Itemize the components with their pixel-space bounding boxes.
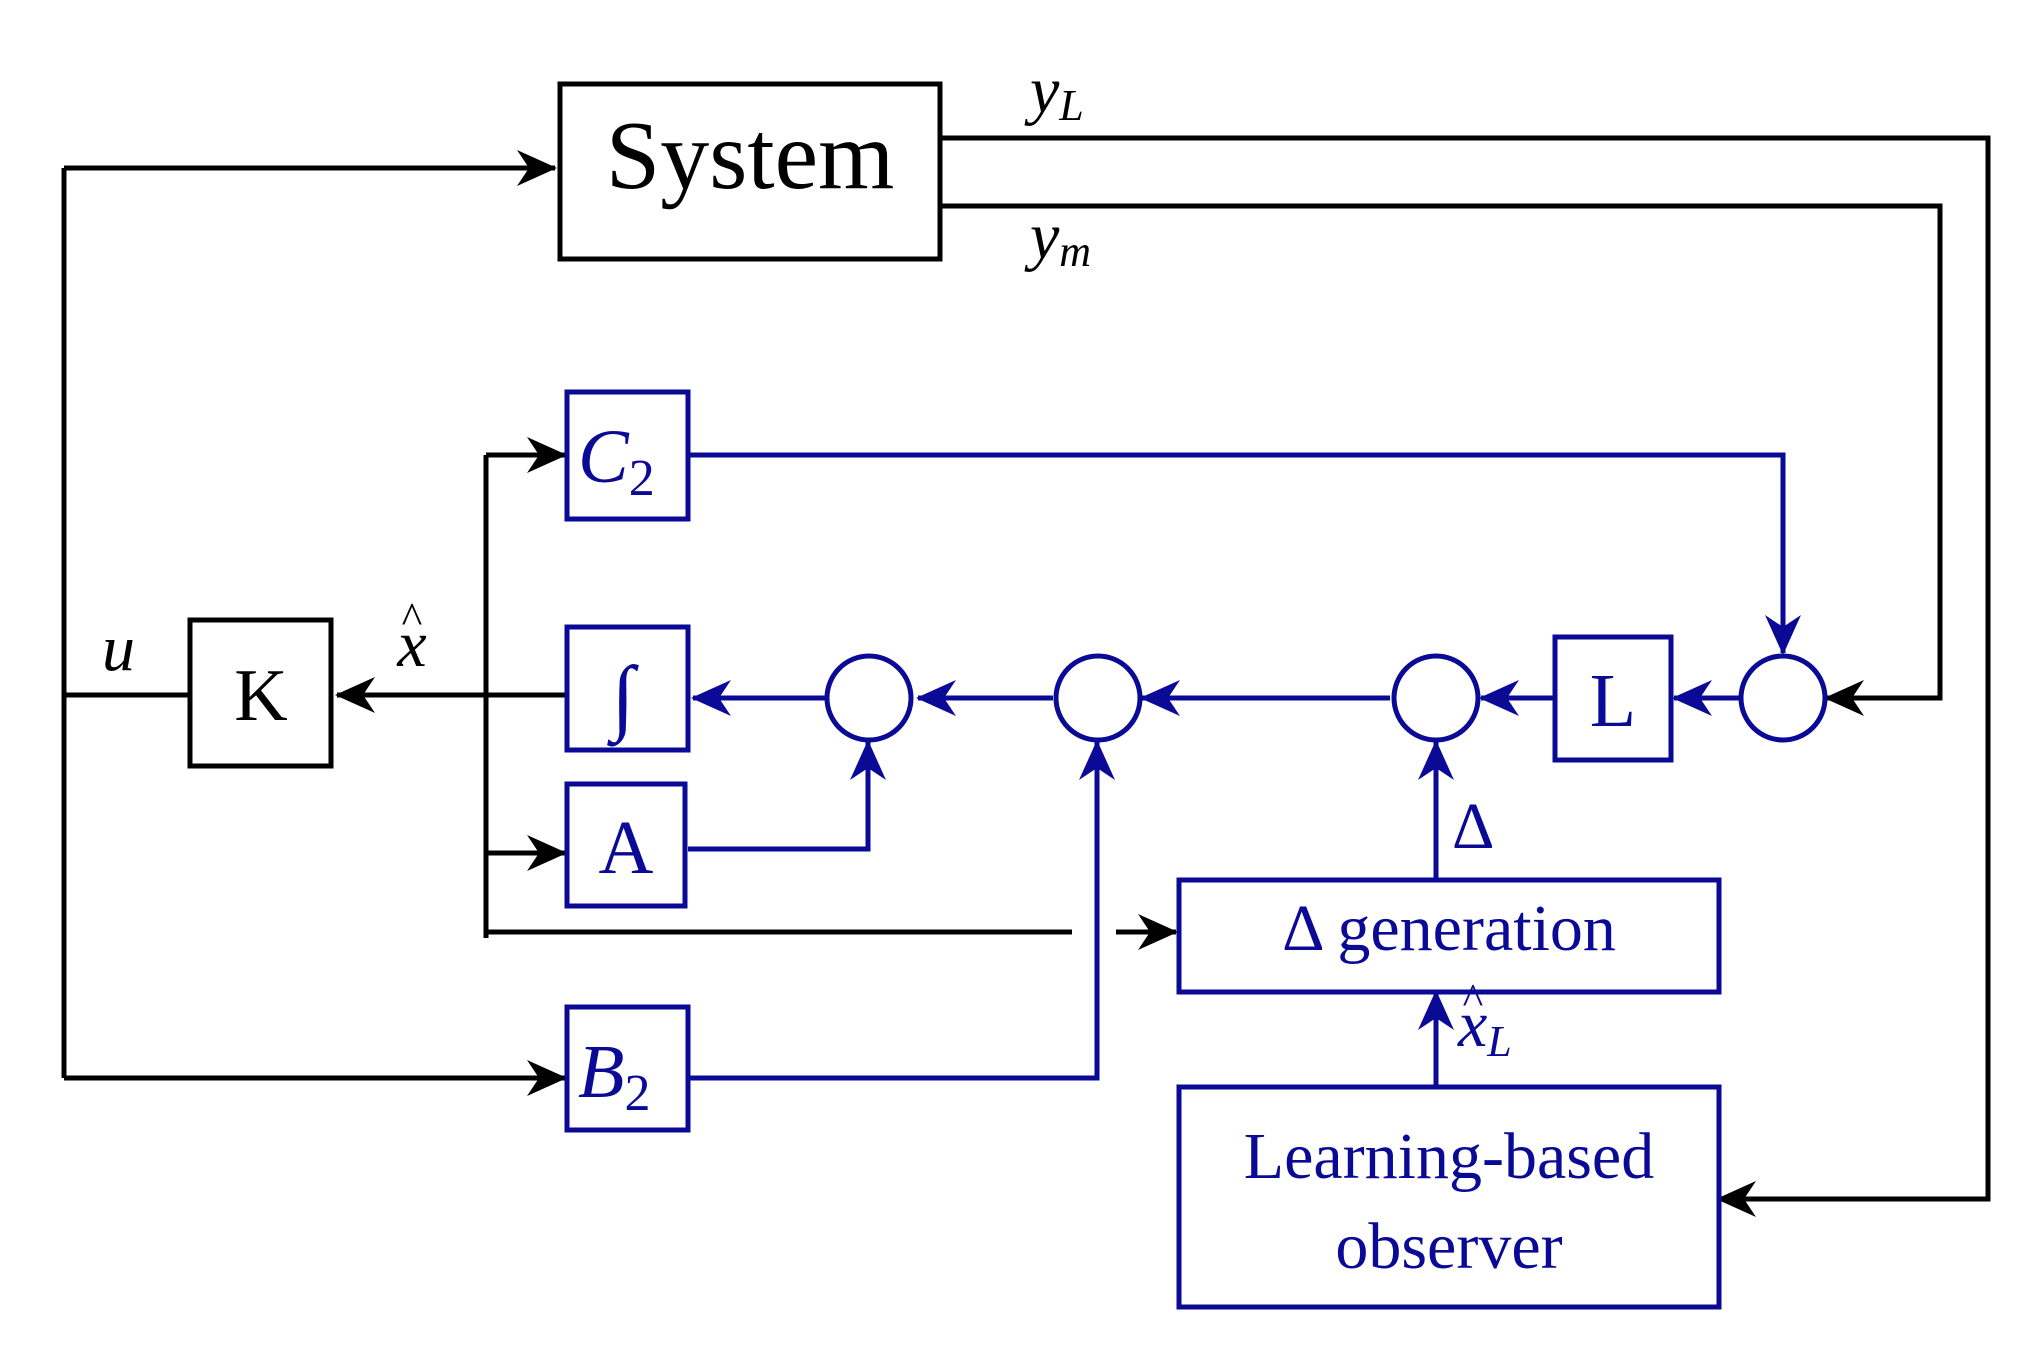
l-label: L	[1590, 659, 1636, 743]
c2-block: C2	[564, 389, 691, 522]
c2-box	[564, 389, 691, 522]
b2-label: B2	[578, 1030, 650, 1122]
observer-label-line2: observer	[1335, 1210, 1562, 1283]
a-label: A	[599, 806, 654, 890]
b2-box	[564, 1004, 691, 1133]
k-block: K	[187, 617, 334, 769]
black-wires	[61, 135, 1991, 1217]
y-l-main: y	[1024, 54, 1060, 127]
y-l-sub: L	[1058, 81, 1083, 130]
y-m-sub: m	[1059, 227, 1091, 276]
k-box	[187, 617, 334, 769]
x-hat-l-accent: ^	[1463, 975, 1484, 1024]
summing-junction-3	[1391, 653, 1481, 743]
wire-c2-to-sum5	[690, 452, 1801, 655]
x-hat-l-label: xL	[1457, 988, 1512, 1066]
b2-label-main: B	[578, 1030, 624, 1114]
x-hat-l-main: x	[1457, 988, 1487, 1061]
integral-box	[564, 624, 691, 753]
observer-box	[1176, 1084, 1722, 1310]
observer-block: Learning-based observer	[1176, 1084, 1722, 1310]
system-label: System	[606, 102, 895, 210]
wire-y-m	[940, 203, 1943, 716]
delta-label: Δ	[1452, 790, 1494, 863]
y-m-main: y	[1024, 200, 1060, 273]
signal-labels: yL ym u ^ x Δ ^ xL	[102, 54, 1512, 1066]
c2-label-main: C	[578, 415, 630, 499]
delta-generation-label: Δ generation	[1282, 892, 1616, 965]
wire-a-to-sum2	[688, 740, 886, 852]
x-hat-l-sub: L	[1486, 1017, 1511, 1066]
blue-wires	[688, 452, 1801, 1087]
wire-b2-to-sum3	[688, 740, 1115, 1081]
l-box	[1552, 634, 1674, 763]
delta-generation-box	[1176, 877, 1722, 995]
summing-junction-2	[1053, 653, 1143, 743]
b2-label-sub: 2	[624, 1065, 650, 1122]
a-box	[564, 781, 688, 909]
integral-block: ∫	[564, 624, 691, 753]
x-hat-label: x	[396, 608, 426, 681]
c2-label: C2	[578, 415, 655, 507]
b2-block: B2	[564, 1004, 691, 1133]
integral-label: ∫	[606, 650, 639, 747]
x-hat-accent: ^	[402, 594, 423, 643]
system-box	[557, 81, 943, 262]
y-m-label: ym	[1024, 200, 1091, 276]
c2-label-sub: 2	[629, 450, 655, 507]
y-l-label: yL	[1024, 54, 1084, 130]
observer-label-line1: Learning-based	[1244, 1120, 1654, 1193]
summing-junction-1	[824, 653, 914, 743]
a-block: A	[564, 781, 688, 909]
summing-junctions	[824, 653, 1828, 743]
l-block: L	[1552, 634, 1674, 763]
wire-y-l	[940, 135, 1991, 1217]
k-label: K	[234, 655, 287, 737]
summing-junction-4	[1738, 653, 1828, 743]
delta-generation-block: Δ generation	[1176, 877, 1722, 995]
u-label: u	[102, 612, 135, 685]
system-block: System	[557, 81, 943, 262]
